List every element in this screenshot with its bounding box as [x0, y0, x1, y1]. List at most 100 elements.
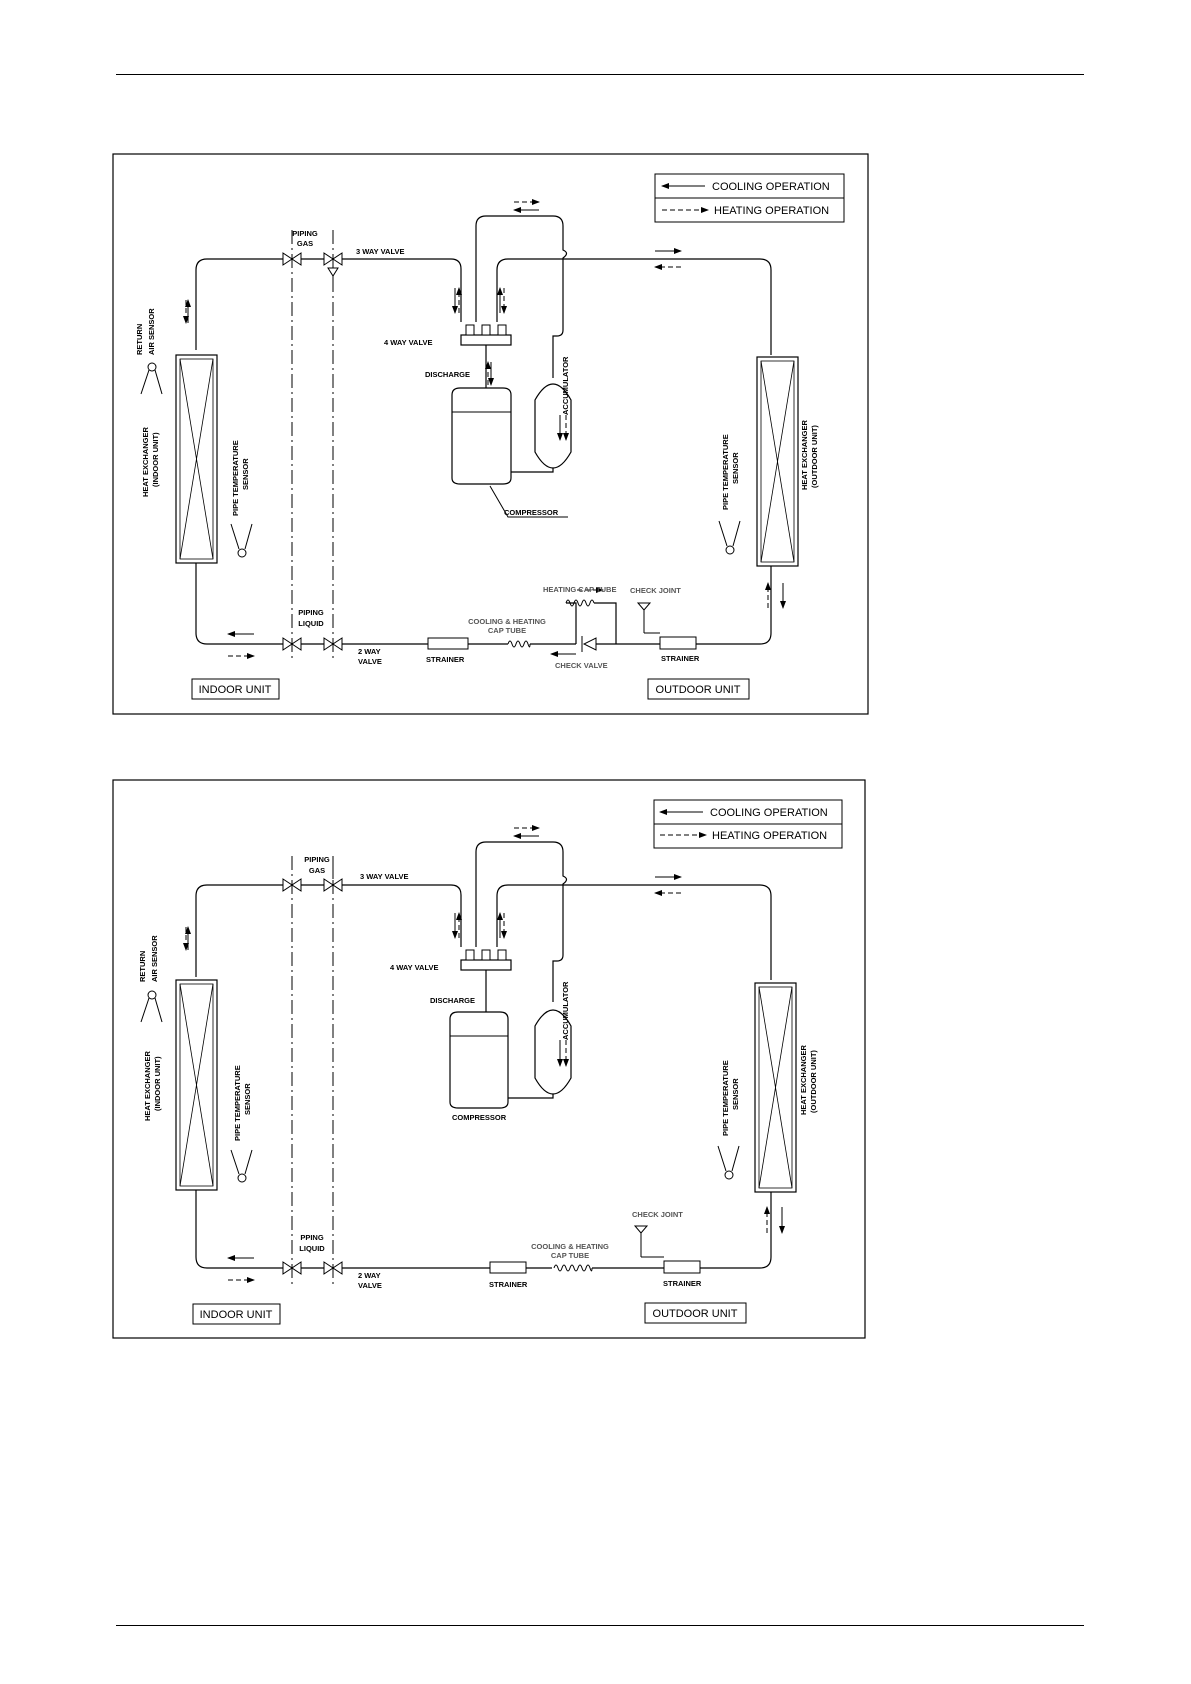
label-piping-liquid-2: LIQUID — [298, 619, 324, 628]
label-piping-liquid-1: PPING — [300, 1233, 324, 1242]
four-way-valve — [460, 949, 512, 971]
label-compressor: COMPRESSOR — [504, 508, 559, 517]
strainer-left-icon — [427, 637, 469, 650]
indoor-pipe-sensor-icon — [230, 523, 253, 558]
indoor-heat-exchanger — [175, 354, 218, 564]
label-hx-indoor-2: (INDOOR UNIT) — [153, 1056, 162, 1111]
flow-arrows — [183, 825, 785, 1283]
label-return-air-sensor-1: RETURN — [135, 324, 144, 355]
check-joint-icon — [636, 602, 660, 634]
label-piping-gas-1: PIPING — [292, 229, 318, 238]
label-two-way-valve-2: VALVE — [358, 657, 382, 666]
outdoor-unit-box — [647, 678, 750, 700]
legend: COOLING OPERATION HEATING OPERATION — [654, 173, 845, 223]
label-two-way-valve-1: 2 WAY — [358, 647, 381, 656]
indoor-pipe-sensor-icon — [230, 1149, 253, 1183]
label-cooling-heating-cap-tube-1: COOLING & HEATING — [468, 617, 546, 626]
label-hx-outdoor-1: HEAT EXCHANGER — [799, 1045, 808, 1115]
strainer-right-icon — [659, 636, 697, 650]
check-valve-icon — [581, 636, 597, 652]
four-way-to-outdoor-pipe — [475, 841, 568, 1002]
outdoor-unit-box — [644, 1302, 747, 1324]
label-cooling-heating-cap-tube-2: CAP TUBE — [551, 1251, 589, 1260]
heating-cap-tube-bypass — [566, 602, 617, 644]
label-pipe-temp-indoor-1: PIPE TEMPERATURE — [233, 1065, 242, 1141]
label-two-way-valve-1: 2 WAY — [358, 1271, 381, 1280]
label-accumulator: ACCUMULATOR — [561, 981, 570, 1040]
return-air-sensor-icon — [140, 990, 163, 1023]
liquid-valve-icons — [282, 1261, 343, 1275]
outdoor-heat-exchanger — [756, 356, 799, 567]
four-way-valve — [460, 324, 512, 346]
label-heating-cap-tube: HEATING CAP TUBE — [543, 585, 616, 594]
label-outdoor-unit: OUTDOOR UNIT — [656, 684, 741, 696]
label-piping-liquid-1: PIPING — [298, 608, 324, 617]
label-piping-gas-2: GAS — [297, 239, 313, 248]
outdoor-pipe-sensor-icon — [717, 1145, 740, 1180]
compressor — [449, 1011, 509, 1109]
label-piping-gas-1: PIPING — [304, 855, 330, 864]
liquid-valve-icons — [282, 637, 343, 651]
label-three-way-valve: 3 WAY VALVE — [360, 872, 409, 881]
outdoor-liquid-pipe — [696, 1188, 772, 1269]
label-discharge: DISCHARGE — [430, 996, 475, 1005]
label-hx-outdoor-2: (OUTDOOR UNIT) — [810, 425, 819, 488]
compressor-leader — [489, 485, 568, 518]
outdoor-liquid-pipe — [696, 563, 772, 645]
legend-heating: HEATING OPERATION — [714, 205, 829, 217]
label-pipe-temp-indoor-1: PIPE TEMPERATURE — [231, 440, 240, 516]
label-hx-indoor-1: HEAT EXCHANGER — [141, 427, 150, 497]
label-compressor: COMPRESSOR — [452, 1113, 507, 1122]
label-hx-indoor-2: (INDOOR UNIT) — [151, 432, 160, 487]
label-three-way-valve: 3 WAY VALVE — [356, 247, 405, 256]
label-hx-outdoor-2: (OUTDOOR UNIT) — [809, 1050, 818, 1113]
label-piping-gas-2: GAS — [309, 866, 325, 875]
label-hx-outdoor-1: HEAT EXCHANGER — [800, 420, 809, 490]
label-piping-liquid-2: LIQUID — [299, 1244, 325, 1253]
label-pipe-temp-indoor-2: SENSOR — [243, 1083, 252, 1115]
label-cooling-heating-cap-tube-2: CAP TUBE — [488, 626, 526, 635]
label-indoor-unit: INDOOR UNIT — [200, 1309, 273, 1321]
label-indoor-unit: INDOOR UNIT — [199, 684, 272, 696]
indoor-unit-box — [192, 1303, 281, 1325]
label-pipe-temp-outdoor-1: PIPE TEMPERATURE — [721, 434, 730, 510]
indoor-unit-box — [191, 678, 280, 700]
outdoor-pipe-sensor-icon — [718, 520, 741, 555]
accumulator — [534, 1009, 572, 1095]
label-strainer-left: STRAINER — [426, 655, 465, 664]
label-return-air-sensor-1: RETURN — [138, 951, 147, 982]
strainer-right-icon — [663, 1260, 701, 1274]
outdoor-gas-pipe — [563, 884, 772, 980]
label-accumulator: ACCUMULATOR — [561, 356, 570, 415]
indoor-heat-exchanger — [175, 979, 218, 1191]
label-hx-indoor-1: HEAT EXCHANGER — [143, 1051, 152, 1121]
label-return-air-sensor-2: AIR SENSOR — [150, 935, 159, 982]
cap-tube-coil-icon — [553, 1264, 593, 1272]
legend-cooling: COOLING OPERATION — [712, 181, 830, 193]
diagram-frame — [112, 153, 869, 715]
label-outdoor-unit: OUTDOOR UNIT — [653, 1308, 738, 1320]
outdoor-heat-exchanger — [754, 982, 797, 1193]
legend: COOLING OPERATION HEATING OPERATION — [653, 799, 843, 849]
label-four-way-valve: 4 WAY VALVE — [390, 963, 439, 972]
label-strainer-right: STRAINER — [663, 1279, 702, 1288]
header-rule — [116, 74, 1084, 75]
cap-tube-coil-icon — [507, 640, 531, 648]
label-check-joint: CHECK JOINT — [630, 586, 681, 595]
label-return-air-sensor-2: AIR SENSOR — [147, 308, 156, 355]
label-check-joint: CHECK JOINT — [632, 1210, 683, 1219]
label-discharge: DISCHARGE — [425, 370, 470, 379]
legend-heating: HEATING OPERATION — [712, 830, 827, 842]
label-cooling-heating-cap-tube-1: COOLING & HEATING — [531, 1242, 609, 1251]
heating-cap-tube-coil-icon — [565, 599, 595, 607]
return-air-sensor-icon — [140, 362, 163, 395]
liquid-pipe — [195, 563, 428, 645]
label-four-way-valve: 4 WAY VALVE — [384, 338, 433, 347]
four-way-top-pipe — [496, 884, 563, 947]
four-way-top-pipe — [496, 258, 563, 322]
four-way-to-outdoor-pipe — [475, 215, 568, 378]
check-joint-icon — [633, 1225, 664, 1258]
gas-valve-icons — [282, 866, 343, 892]
label-check-valve: CHECK VALVE — [555, 661, 608, 670]
